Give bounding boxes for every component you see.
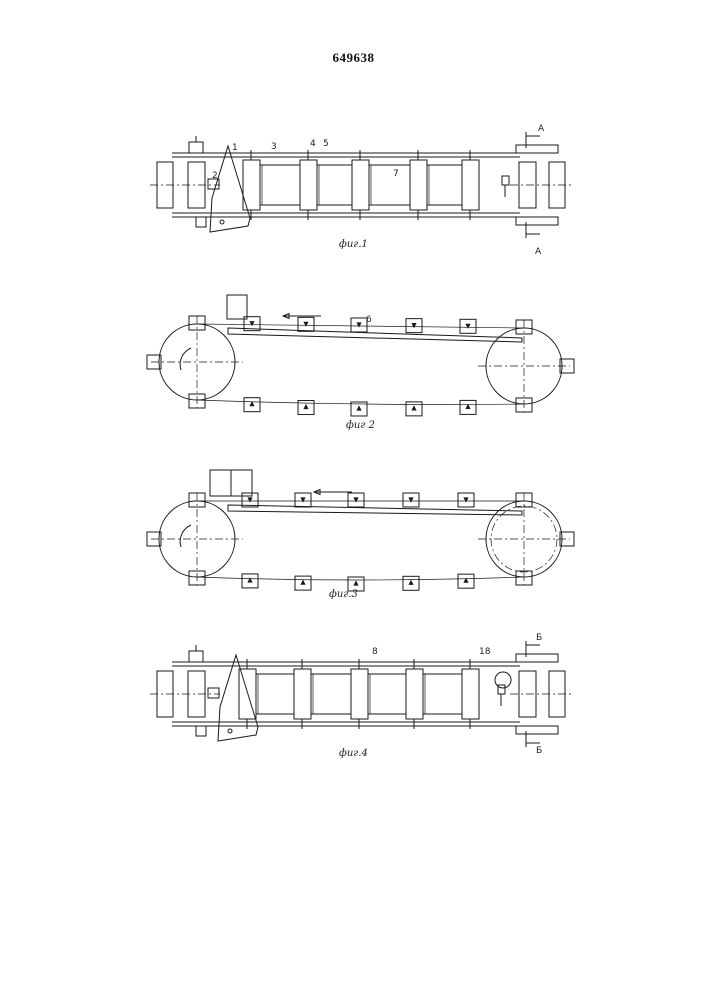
lower-hub — [196, 217, 206, 227]
fig1-section-bottom: А — [535, 247, 542, 257]
drive-hub — [189, 142, 203, 153]
pin-marker — [463, 578, 468, 583]
pin-marker — [356, 405, 361, 410]
plate-pivot — [228, 729, 232, 733]
pin-marker — [411, 323, 416, 328]
guide-bar — [228, 328, 522, 342]
fig4-section-top: Б — [536, 633, 542, 643]
pin-marker — [353, 497, 358, 502]
package-box — [227, 295, 247, 319]
pin-marker — [463, 497, 468, 502]
slat-3 — [406, 669, 423, 719]
figure-3 — [147, 470, 574, 591]
pin-marker — [408, 497, 413, 502]
slat-1 — [294, 669, 311, 719]
fig2-label-6: 6 — [366, 315, 372, 325]
sensor-box — [208, 688, 219, 698]
rotation-arrow — [180, 525, 191, 547]
fig2-caption: фиг 2 — [346, 420, 375, 431]
fig1-section-top: А — [538, 124, 545, 134]
fig1-label-2: 2 — [212, 171, 218, 181]
device-box — [502, 176, 509, 185]
right-sprocket-bottom — [516, 726, 558, 734]
chain-carry — [197, 324, 524, 328]
pin-marker — [247, 577, 252, 582]
pin-marker — [408, 580, 413, 585]
device-box — [498, 685, 505, 694]
fig4-label-8: 8 — [372, 647, 378, 657]
slat-4 — [462, 669, 479, 719]
fig1-label-3: 3 — [271, 142, 277, 152]
fig1-label-7: 7 — [393, 169, 399, 179]
frame-0 — [260, 165, 300, 205]
slat-3 — [410, 160, 427, 210]
slat-4 — [462, 160, 479, 210]
fig1-caption: фиг.1 — [339, 239, 368, 250]
right-sprocket-top — [516, 145, 558, 153]
pin-marker — [249, 321, 254, 326]
pin-marker — [300, 580, 305, 585]
frame-2 — [368, 674, 406, 714]
deflector-plate — [218, 655, 258, 741]
slat-1 — [300, 160, 317, 210]
device-drum — [495, 672, 511, 688]
frame-3 — [423, 674, 462, 714]
figure-1 — [150, 132, 572, 238]
pin-marker — [303, 322, 308, 327]
slat-2 — [352, 160, 369, 210]
figure-4 — [150, 641, 572, 747]
pin-marker — [353, 580, 358, 585]
drive-hub — [189, 651, 203, 662]
fig1-label-1: 1 — [232, 143, 238, 153]
frame-1 — [317, 165, 352, 205]
pin-marker — [247, 497, 252, 502]
fig4-caption: фиг.4 — [339, 748, 368, 759]
lower-hub — [196, 726, 206, 736]
pin-marker — [356, 322, 361, 327]
slat-2 — [351, 669, 368, 719]
pin-marker — [303, 404, 308, 409]
rotation-arrow — [180, 348, 191, 370]
frame-0 — [256, 674, 294, 714]
fig4-section-bottom: Б — [536, 746, 542, 756]
frame-1 — [311, 674, 351, 714]
pin-marker — [465, 324, 470, 329]
guide-bar — [228, 505, 522, 515]
frame-2 — [369, 165, 410, 205]
frame-3 — [427, 165, 462, 205]
fig1-label-4: 4 — [310, 139, 316, 149]
plate-pivot — [220, 220, 224, 224]
fig4-label-18: 18 — [479, 647, 491, 657]
right-sprocket-top — [516, 654, 558, 662]
right-sprocket-bottom — [516, 217, 558, 225]
fig1-label-5: 5 — [323, 139, 329, 149]
fig3-caption: фиг.3 — [329, 589, 358, 600]
pin-marker — [300, 497, 305, 502]
figure-2 — [147, 295, 574, 416]
pin-marker — [411, 405, 416, 410]
